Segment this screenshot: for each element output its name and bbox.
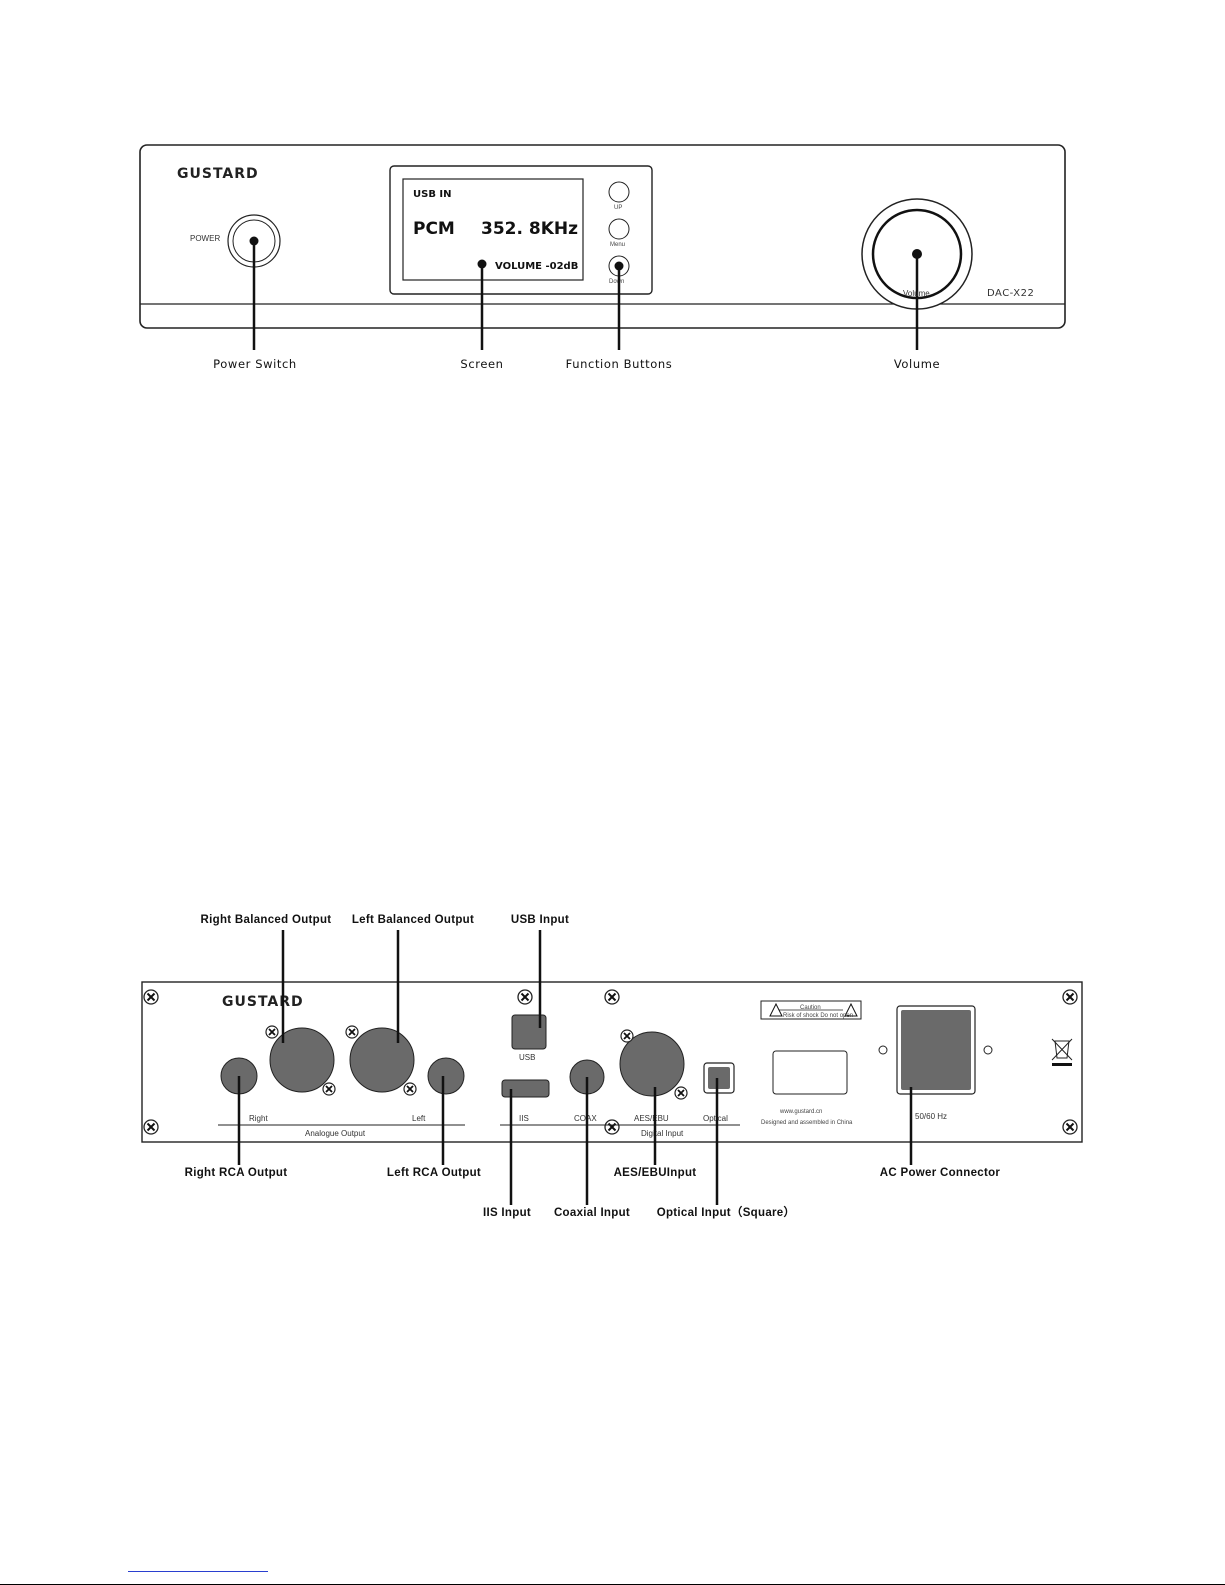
callout-left-balanced-output: Left Balanced Output xyxy=(352,914,474,926)
callout-right-rca-output: Right RCA Output xyxy=(185,1167,288,1179)
iis-port-label: IIS xyxy=(519,1114,529,1123)
screw-icon xyxy=(265,1025,279,1039)
lcd-rate-text: 352. 8KHz xyxy=(481,219,578,239)
callout-volume: Volume xyxy=(894,357,940,371)
screw-icon xyxy=(1062,1119,1078,1135)
menu-button[interactable] xyxy=(608,218,630,240)
screw-icon xyxy=(403,1082,417,1096)
caution-text: Risk of shock Do not open xyxy=(783,1013,853,1019)
iis-port xyxy=(501,1079,550,1098)
volume-knob-label: Volume xyxy=(903,289,930,298)
footnote-rule xyxy=(128,1571,268,1572)
power-mount-hole xyxy=(983,1045,993,1055)
power-mount-hole xyxy=(878,1045,888,1055)
callout-coaxial-input: Coaxial Input xyxy=(554,1207,630,1219)
callout-left-rca-output: Left RCA Output xyxy=(387,1167,481,1179)
screw-icon xyxy=(322,1082,336,1096)
front-panel-diagram: GUSTARD POWER USB IN PCM 352. 8KHz VOLUM… xyxy=(139,144,1066,371)
left-rca-jack xyxy=(427,1057,465,1095)
optical-port-label: Optical xyxy=(703,1114,728,1123)
lcd-screen xyxy=(402,178,584,281)
website-text: www.gustard.cn xyxy=(779,1109,822,1115)
made-in-text: Designed and assembled in China xyxy=(761,1120,853,1126)
aes-ebu-jack xyxy=(619,1031,685,1097)
left-xlr-jack xyxy=(349,1027,415,1093)
rear-brand-logo: GUSTARD xyxy=(222,994,304,1010)
up-button[interactable] xyxy=(608,181,630,203)
hz-label: 50/60 Hz xyxy=(915,1112,947,1121)
down-button-label: Down xyxy=(609,279,624,285)
weee-bin-icon xyxy=(1051,1038,1073,1066)
right-xlr-jack xyxy=(269,1027,335,1093)
right-port-label: Right xyxy=(249,1114,268,1123)
screw-icon xyxy=(604,989,620,1005)
coax-port-label: COAX xyxy=(574,1114,597,1123)
screw-icon xyxy=(345,1025,359,1039)
warning-icon xyxy=(769,1002,783,1017)
rear-panel-diagram: Right Balanced Output Left Balanced Outp… xyxy=(141,914,1083,1219)
screw-icon xyxy=(517,989,533,1005)
lcd-input-text: USB IN xyxy=(413,189,452,200)
screw-icon xyxy=(674,1086,688,1100)
screw-icon xyxy=(143,1119,159,1135)
warning-icon xyxy=(844,1002,858,1017)
analogue-output-label: Analogue Output xyxy=(305,1129,366,1138)
optical-port-inner xyxy=(708,1067,730,1089)
menu-button-label: Menu xyxy=(610,242,625,248)
model-label: DAC-X22 xyxy=(987,288,1034,299)
screw-icon xyxy=(1062,989,1078,1005)
screw-icon xyxy=(604,1119,620,1135)
up-button-label: UP xyxy=(614,205,622,211)
callout-right-balanced-output: Right Balanced Output xyxy=(201,914,332,926)
left-port-label: Left xyxy=(412,1114,426,1123)
ac-power-inlet xyxy=(901,1010,971,1090)
callout-iis-input: IIS Input xyxy=(483,1207,531,1219)
callout-function-buttons: Function Buttons xyxy=(566,357,673,371)
caution-title: Caution xyxy=(800,1005,821,1011)
callout-aes-ebu-input: AES/EBUInput xyxy=(614,1167,697,1179)
usb-port-label: USB xyxy=(519,1053,535,1062)
callout-usb-input: USB Input xyxy=(511,914,569,926)
power-label: POWER xyxy=(190,234,220,243)
lcd-mode-text: PCM xyxy=(413,219,455,239)
aes-ebu-port-label: AES/EBU xyxy=(634,1114,669,1123)
callout-power-switch: Power Switch xyxy=(213,357,297,371)
lcd-volume-text: VOLUME -02dB xyxy=(495,261,578,272)
screw-icon xyxy=(143,989,159,1005)
callout-screen: Screen xyxy=(460,357,503,371)
screw-icon xyxy=(620,1029,634,1043)
usb-port xyxy=(511,1014,547,1050)
callout-optical-input: Optical Input（Square） xyxy=(657,1205,796,1219)
callout-ac-power-connector: AC Power Connector xyxy=(880,1167,1001,1179)
front-brand-logo: GUSTARD xyxy=(177,166,259,182)
digital-input-label: Digital Input xyxy=(641,1129,684,1138)
label-plate xyxy=(772,1050,848,1095)
